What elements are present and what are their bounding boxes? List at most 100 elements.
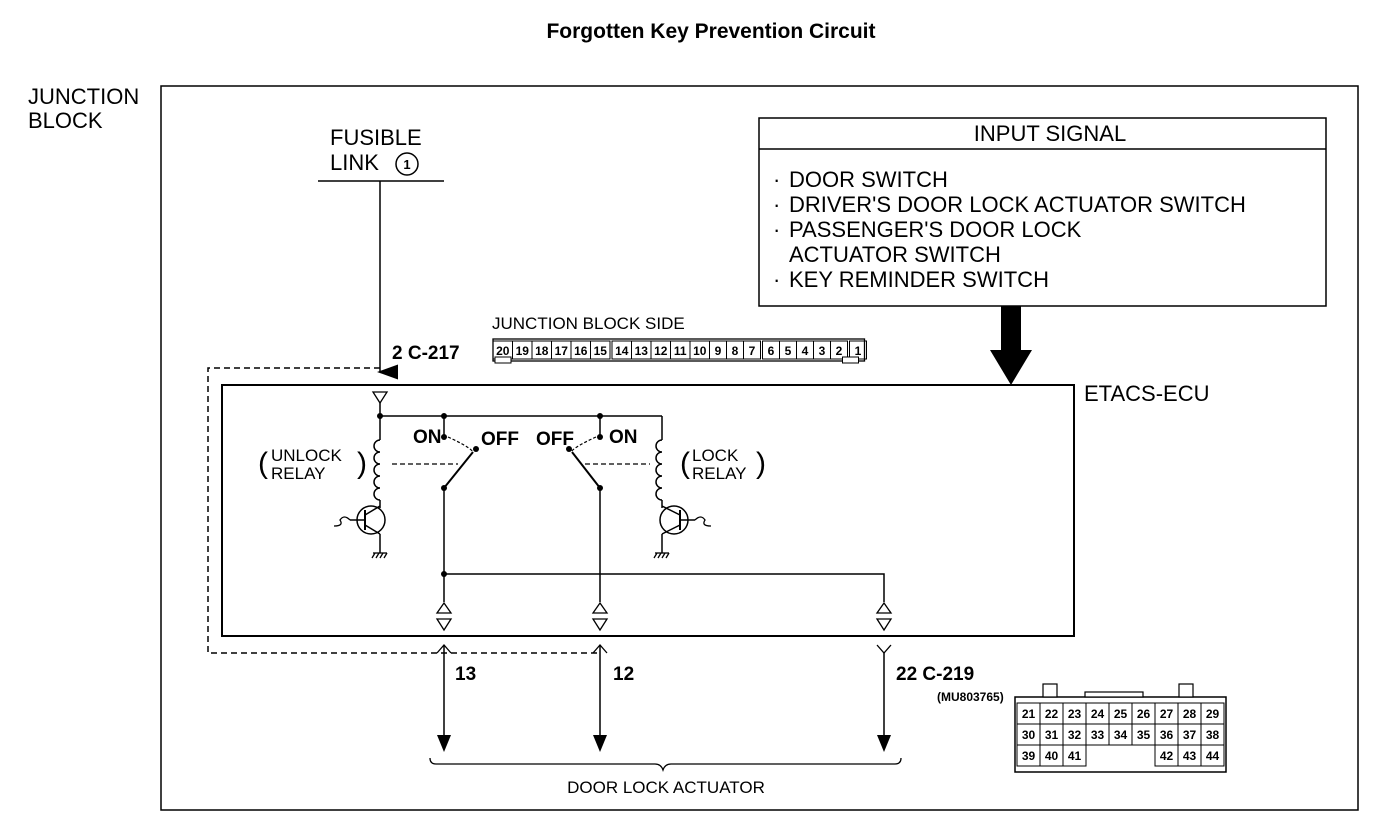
c219-pin-number: 28 xyxy=(1183,707,1197,721)
c219-pin-number: 38 xyxy=(1206,728,1220,742)
input-arrow-shaft xyxy=(1001,306,1021,354)
c219-pin-number: 41 xyxy=(1068,749,1082,763)
c219-pin-number: 25 xyxy=(1114,707,1128,721)
input-arrow-head xyxy=(990,350,1032,385)
c219-pin-number: 37 xyxy=(1183,728,1197,742)
junction-block-dashed-boundary xyxy=(207,367,600,654)
arrowhead-13 xyxy=(437,735,451,752)
unlock-relay-paren-left: ( xyxy=(258,447,268,480)
c217-pin-number: 1 xyxy=(855,344,862,358)
terminal-22 xyxy=(875,601,893,632)
c217-pin-number: 17 xyxy=(555,344,569,358)
c219-pin-number: 36 xyxy=(1160,728,1174,742)
c217-pin-number: 4 xyxy=(802,344,809,358)
c219-pin-number: 32 xyxy=(1068,728,1082,742)
right-switch-blade xyxy=(571,451,601,489)
c217-pin-cell xyxy=(743,340,761,360)
c217-pin-number: 5 xyxy=(785,344,792,358)
c217-pin-number: 15 xyxy=(594,344,608,358)
c219-pin-number: 29 xyxy=(1206,707,1220,721)
left-switch-off-label: OFF xyxy=(481,429,519,450)
output-wire-22 xyxy=(444,573,885,602)
c217-pin-number: 7 xyxy=(749,344,756,358)
c219-pin-cell xyxy=(1200,744,1225,767)
c219-pin-number: 44 xyxy=(1206,749,1220,763)
c217-pin-number: 18 xyxy=(535,344,549,358)
input-signal-header: INPUT SIGNAL xyxy=(974,121,1126,146)
junction-block-frame xyxy=(160,85,1359,811)
c217-pin-cell xyxy=(590,340,611,360)
c219-pin-number: 35 xyxy=(1137,728,1151,742)
unlock-relay-paren-right: ) xyxy=(357,447,367,480)
c219-pin-number: 26 xyxy=(1137,707,1151,721)
diagram-title: Forgotten Key Prevention Circuit xyxy=(546,20,875,43)
unlock-ground-icon xyxy=(371,552,388,559)
input-signal-item: PASSENGER'S DOOR LOCK xyxy=(789,217,1082,242)
arrowhead-12 xyxy=(593,735,607,752)
lock-relay-paren-right: ) xyxy=(756,447,766,480)
input-signal-item: DOOR SWITCH xyxy=(789,167,948,192)
c219-latch xyxy=(1178,683,1194,698)
lock-relay-paren-left: ( xyxy=(680,447,690,480)
c219-pin-number: 22 xyxy=(1045,707,1059,721)
c217-pin-number: 14 xyxy=(615,344,629,358)
external-wire-22-entry xyxy=(876,644,892,654)
c217-pin-number: 6 xyxy=(768,344,775,358)
c219-rib xyxy=(1084,691,1144,698)
input-signal-bullet: · xyxy=(773,267,780,292)
c219-pin-number: 33 xyxy=(1091,728,1105,742)
input-signal-item: KEY REMINDER SWITCH xyxy=(789,267,1049,292)
c219-pin-number: 31 xyxy=(1045,728,1059,742)
pin-13-label: 13 xyxy=(455,664,476,685)
right-switch-arc xyxy=(570,436,597,453)
c217-pin-number: 8 xyxy=(732,344,739,358)
c219-pin-number: 30 xyxy=(1022,728,1036,742)
lock-relay-coil xyxy=(655,439,663,501)
unlock-transistor-emitter xyxy=(364,524,381,535)
fusible-link-label-line1: FUSIBLE xyxy=(330,125,422,150)
c217-pin-number: 11 xyxy=(674,344,687,358)
etacs-ecu-box xyxy=(221,384,1075,637)
lock-transistor-input-curl xyxy=(694,516,712,527)
junction-block-label-line1: JUNCTION xyxy=(28,84,139,109)
c219-pin-cell xyxy=(1062,744,1087,767)
c217-pin-number: 2 xyxy=(836,344,843,358)
c217-pin-number: 12 xyxy=(654,344,668,358)
lock-relay-label-line1: LOCK xyxy=(692,446,739,465)
left-switch-off-dot xyxy=(473,446,479,452)
door-lock-actuator-brace xyxy=(429,757,902,773)
c219-latch xyxy=(1042,683,1058,698)
c217-pin-number: 20 xyxy=(496,344,510,358)
fusible-link-label-line2: LINK xyxy=(330,150,379,175)
pin-22-label: 22 C-219 xyxy=(896,664,974,685)
c219-pin-number: 42 xyxy=(1160,749,1174,763)
unlock-relay-label-line1: UNLOCK xyxy=(271,446,343,465)
c219-pin-number: 39 xyxy=(1022,749,1036,763)
c217-pin-number: 13 xyxy=(635,344,649,358)
c217-pin2-terminal xyxy=(371,391,389,405)
door-lock-actuator-label: DOOR LOCK ACTUATOR xyxy=(567,778,765,797)
c219-pin-number: 24 xyxy=(1091,707,1105,721)
c217-pin-number: 19 xyxy=(516,344,530,358)
unlock-relay-label-line2: RELAY xyxy=(271,464,326,483)
lock-transistor-emitter xyxy=(661,524,681,535)
right-switch-on-dot xyxy=(597,434,603,440)
left-switch-blade xyxy=(443,451,474,489)
left-switch-on-label: ON xyxy=(413,427,442,448)
c217-side-label: JUNCTION BLOCK SIDE xyxy=(492,314,685,333)
unlock-transistor-input-curl xyxy=(333,516,351,527)
c219-pin-number: 21 xyxy=(1022,707,1036,721)
input-signal-bullet: · xyxy=(773,167,780,192)
terminal-13 xyxy=(435,601,453,632)
c219-pin-number: 40 xyxy=(1045,749,1059,763)
arrowhead-22 xyxy=(877,735,891,752)
right-switch-on-label: ON xyxy=(609,427,638,448)
input-signal-bullet: · xyxy=(773,192,780,217)
input-signal-item: DRIVER'S DOOR LOCK ACTUATOR SWITCH xyxy=(789,192,1246,217)
junction-block-label-line2: BLOCK xyxy=(28,108,103,133)
c217-pin-number: 10 xyxy=(693,344,707,358)
right-switch-off-label: OFF xyxy=(536,429,574,450)
